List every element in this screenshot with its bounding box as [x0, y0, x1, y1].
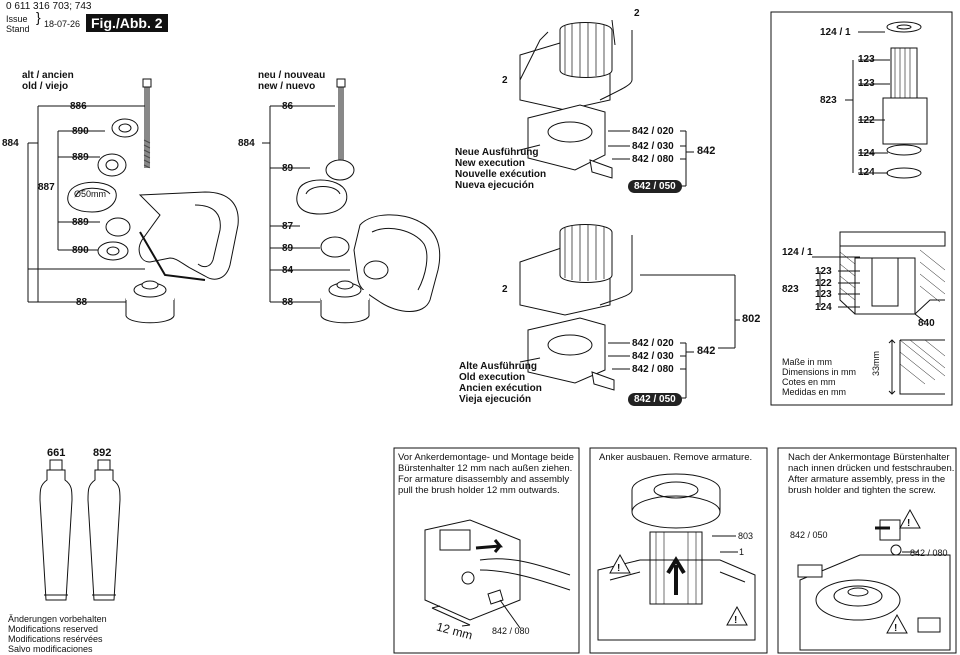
label-889-bottom: 889	[72, 217, 89, 228]
units-fr: Cotes en mm	[782, 377, 836, 387]
panel3-line-1: Nach der Ankermontage Bürstenhalter	[788, 452, 950, 463]
panel3-line-4: brush holder and tighten the screw.	[788, 485, 936, 496]
panel3-line-2: nach innen drücken und festschrauben.	[788, 463, 955, 474]
new-heading-1: neu / nouveau	[258, 70, 326, 81]
brace: }	[36, 9, 41, 25]
label-89-bottom: 89	[282, 243, 294, 254]
label-884-old: 884	[2, 138, 19, 149]
footer-fr: Modifications resérvées	[8, 634, 103, 644]
label-88-new: 88	[282, 297, 294, 308]
dimension-33mm: 33mm	[871, 350, 881, 376]
label-123-b: 123	[858, 78, 875, 89]
svg-text:!: !	[894, 623, 897, 634]
caption-old-de: Alte Ausführung	[459, 361, 537, 372]
panel1-line-3: For armature disassembly and assembly	[398, 474, 570, 485]
label-124-1-top: 124 / 1	[820, 27, 851, 38]
label-890-bottom: 890	[72, 245, 89, 256]
label-86: 86	[282, 101, 294, 112]
issue-label: Issue	[6, 14, 28, 24]
old-heading-1: alt / ancien	[22, 70, 74, 81]
label-124-b: 124	[858, 167, 875, 178]
part-842-030-new: 842 / 030	[632, 141, 674, 152]
panel3-line-3: After armature assembly, press in the	[788, 474, 946, 485]
footer-de: Änderungen vorbehalten	[8, 614, 107, 624]
panel1-line-4: pull the brush holder 12 mm outwards.	[398, 485, 560, 496]
caption-new-es: Nueva ejecución	[455, 180, 534, 191]
svg-text:!: !	[907, 518, 910, 529]
caption-old-fr: Ancien exécution	[459, 383, 542, 394]
assembly-802: 802	[742, 313, 761, 325]
label-890-top: 890	[72, 126, 89, 137]
label-124-1-bottom: 124 / 1	[782, 247, 813, 258]
svg-text:!: !	[617, 563, 620, 574]
panel1-line-1: Vor Ankerdemontage- und Montage beide	[398, 452, 574, 463]
label-2-left: 2	[502, 75, 508, 86]
stand-label: Stand	[6, 24, 30, 34]
fig-label: Fig./Abb. 2	[86, 14, 168, 32]
svg-text:!: !	[734, 615, 737, 626]
panel1-line-2: Bürstenhalter 12 mm nach außen ziehen.	[398, 463, 573, 474]
part-842-080-old: 842 / 080	[632, 364, 674, 375]
label-840: 840	[918, 318, 935, 329]
label-124-a: 124	[858, 148, 875, 159]
caption-new-de: Neue Ausführung	[455, 147, 539, 158]
label-123-c: 123	[815, 266, 832, 277]
new-heading-2: new / nuevo	[258, 81, 316, 92]
part-842-050-new-pill: 842 / 050	[628, 180, 682, 193]
footer-en: Modifications reserved	[8, 624, 99, 634]
label-122-bottom: 122	[815, 278, 832, 289]
part-842-020-new: 842 / 020	[632, 126, 674, 137]
panel3-label-842-050: 842 / 050	[790, 530, 828, 540]
panel3-label-842-080: 842 / 080	[910, 548, 948, 558]
caption-new-fr: Nouvelle exécution	[455, 169, 547, 180]
label-87: 87	[282, 221, 294, 232]
label-2-top: 2	[634, 8, 640, 19]
footer-es: Salvo modificaciones	[8, 644, 93, 654]
units-de: Maße in mm	[782, 357, 833, 367]
caption-old-es: Vieja ejecución	[459, 394, 532, 405]
label-123-a: 123	[858, 54, 875, 65]
label-884-new: 884	[238, 138, 255, 149]
panel1-part-842-080: 842 / 080	[492, 626, 530, 636]
label-123-d: 123	[815, 289, 832, 300]
label-892: 892	[93, 447, 112, 459]
part-842-080-new: 842 / 080	[632, 154, 674, 165]
units-es: Medidas en mm	[782, 387, 847, 397]
label-887: 887	[38, 182, 55, 193]
part-842-020-old: 842 / 020	[632, 338, 674, 349]
label-diameter: Ø50mm	[74, 189, 107, 199]
label-661: 661	[47, 447, 66, 459]
part-842-050-old-pill: 842 / 050	[628, 393, 682, 406]
label-889-top: 889	[72, 152, 89, 163]
label-886: 886	[70, 101, 87, 112]
label-823-bottom: 823	[782, 284, 799, 295]
label-2-old: 2	[502, 284, 508, 295]
old-heading-2: old / viejo	[22, 81, 69, 92]
group-842-old: 842	[697, 345, 716, 357]
panel2-label-1: 1	[739, 547, 745, 557]
caption-new-en: New execution	[455, 158, 526, 169]
label-124-c: 124	[815, 302, 832, 313]
panel2-label-803: 803	[738, 531, 754, 541]
panel2-line-1: Anker ausbauen. Remove armature.	[599, 452, 753, 463]
label-89-top: 89	[282, 163, 294, 174]
part-842-030-old: 842 / 030	[632, 351, 674, 362]
label-88-old: 88	[76, 297, 88, 308]
units-en: Dimensions in mm	[782, 367, 857, 377]
issue-date: 18-07-26	[44, 19, 81, 29]
group-842-new: 842	[697, 145, 716, 157]
caption-old-en: Old execution	[459, 372, 526, 383]
label-84: 84	[282, 265, 294, 276]
label-122: 122	[858, 115, 875, 126]
part-number: 0 611 316 703; 743	[6, 1, 92, 12]
label-823-top: 823	[820, 95, 837, 106]
